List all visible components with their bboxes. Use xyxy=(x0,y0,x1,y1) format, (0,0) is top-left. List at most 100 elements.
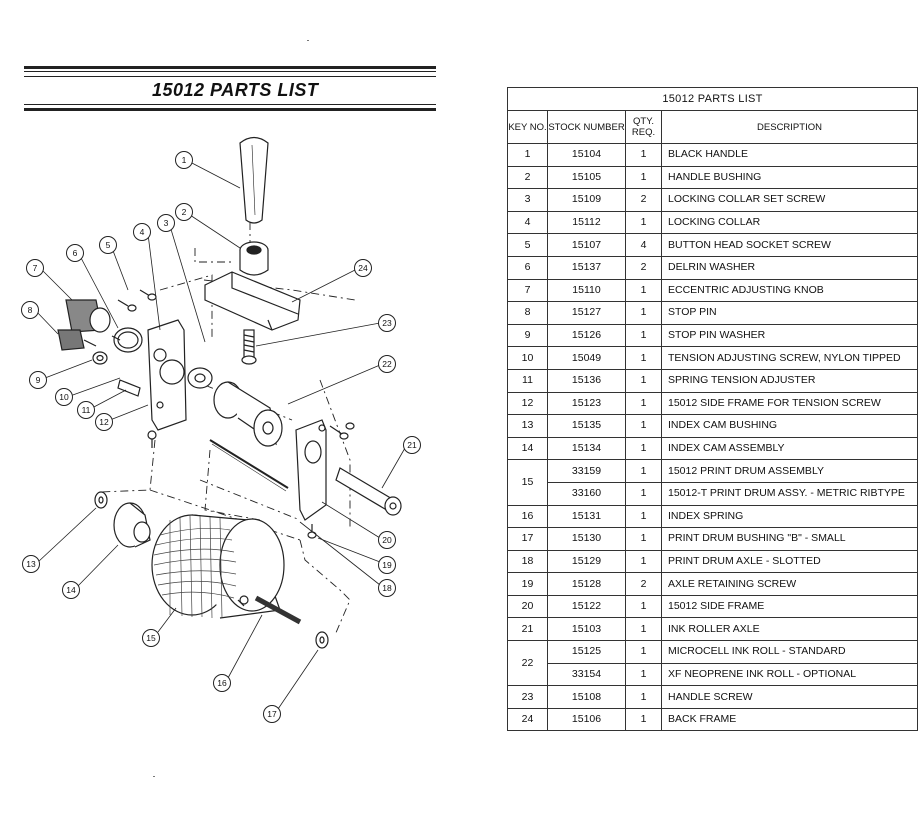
cell-qty: 1 xyxy=(625,165,662,190)
cell-key: 11 xyxy=(507,368,548,393)
callout-14: 14 xyxy=(66,585,76,595)
cell-stock: 15125 xyxy=(547,640,626,664)
cell-description: 15012 SIDE FRAME xyxy=(660,594,919,619)
callout-17: 17 xyxy=(267,709,277,719)
cell-key: 5 xyxy=(507,233,548,257)
cell-key: 14 xyxy=(507,436,548,461)
callout-21: 21 xyxy=(407,440,417,450)
left-header-banner: 15012 PARTS LIST xyxy=(24,66,436,122)
cell-description: 15012-T PRINT DRUM ASSY. - METRIC RIBTYP… xyxy=(660,481,919,506)
cell-description: PRINT DRUM AXLE - SLOTTED xyxy=(660,549,919,574)
table-title-row: 15012 PARTS LIST xyxy=(506,87,919,111)
cell-qty: 1 xyxy=(625,504,662,529)
cell-qty: 4 xyxy=(625,233,662,257)
cell-qty: 1 xyxy=(625,685,662,709)
cell-stock: 15049 xyxy=(547,346,626,370)
callout-numbers: 1 2 3 4 5 6 7 8 9 10 11 12 13 14 15 16 1… xyxy=(26,155,417,719)
cell-key: 7 xyxy=(507,278,548,303)
callout-2: 2 xyxy=(182,207,187,217)
callout-19: 19 xyxy=(382,560,392,570)
header-key: KEY NO. xyxy=(507,110,548,144)
cell-qty: 1 xyxy=(625,368,662,393)
cell-description: STOP PIN WASHER xyxy=(660,323,919,348)
cell-key: 19 xyxy=(507,572,548,596)
cell-stock: 15131 xyxy=(547,504,626,529)
cell-key: 18 xyxy=(507,549,548,574)
cell-qty: 1 xyxy=(625,617,662,642)
cell-stock: 15128 xyxy=(547,572,626,596)
cell-qty: 1 xyxy=(625,549,662,574)
cell-qty: 1 xyxy=(625,481,662,506)
black-handle-part xyxy=(239,136,269,224)
header-rule xyxy=(24,104,436,105)
cell-qty: 1 xyxy=(625,640,662,664)
cell-description: BACK FRAME xyxy=(660,707,919,732)
cell-stock: 15129 xyxy=(547,549,626,574)
callout-7: 7 xyxy=(33,263,38,273)
callout-9: 9 xyxy=(36,375,41,385)
parts-table: 15012 PARTS LIST KEY NO. STOCK NUMBER QT… xyxy=(506,87,919,732)
cell-description: INK ROLLER AXLE xyxy=(660,617,919,642)
cell-stock: 15130 xyxy=(547,527,626,551)
cell-description: INDEX CAM ASSEMBLY xyxy=(660,436,919,461)
cell-key: 12 xyxy=(507,391,548,416)
callout-5: 5 xyxy=(106,240,111,250)
cell-stock: 15136 xyxy=(547,368,626,393)
cell-stock: 15106 xyxy=(547,707,626,732)
callout-4: 4 xyxy=(140,227,145,237)
callout-24: 24 xyxy=(358,263,368,273)
cell-key: 4 xyxy=(507,210,548,235)
cell-qty: 1 xyxy=(625,210,662,235)
right-side-frame-part xyxy=(295,419,327,521)
cell-description: HANDLE BUSHING xyxy=(660,165,919,190)
callout-16: 16 xyxy=(217,678,227,688)
callout-8: 8 xyxy=(28,305,33,315)
header-rule xyxy=(24,66,436,69)
header-qty: QTY. REQ. xyxy=(625,110,662,144)
cell-qty: 1 xyxy=(625,459,662,483)
cell-stock: 15127 xyxy=(547,301,626,325)
callout-20: 20 xyxy=(382,535,392,545)
callout-1: 1 xyxy=(182,155,187,165)
header-stock: STOCK NUMBER xyxy=(547,110,626,144)
cell-key: 22 xyxy=(507,640,548,687)
callout-3: 3 xyxy=(164,218,169,228)
cell-stock: 33160 xyxy=(547,481,626,506)
cell-qty: 1 xyxy=(625,527,662,551)
cell-stock: 15104 xyxy=(547,143,626,167)
cell-description: MICROCELL INK ROLL - STANDARD xyxy=(660,640,919,664)
callout-6: 6 xyxy=(73,248,78,258)
callout-11: 11 xyxy=(82,405,91,415)
header-rule xyxy=(24,76,436,77)
cell-description: PRINT DRUM BUSHING "B" - SMALL xyxy=(660,527,919,551)
cell-key: 17 xyxy=(507,527,548,551)
callout-12: 12 xyxy=(99,417,109,427)
cell-description: DELRIN WASHER xyxy=(660,255,919,280)
cell-key: 10 xyxy=(507,346,548,370)
cell-description: TENSION ADJUSTING SCREW, NYLON TIPPED xyxy=(660,346,919,370)
cell-description: ECCENTRIC ADJUSTING KNOB xyxy=(660,278,919,303)
header-description: DESCRIPTION xyxy=(660,110,919,144)
cell-qty: 1 xyxy=(625,346,662,370)
cell-qty: 2 xyxy=(625,188,662,212)
cell-description: LOCKING COLLAR SET SCREW xyxy=(660,188,919,212)
cell-stock: 15137 xyxy=(547,255,626,280)
table-title: 15012 PARTS LIST xyxy=(506,87,919,111)
cell-key: 23 xyxy=(507,685,548,709)
cell-stock: 33159 xyxy=(547,459,626,483)
exploded-parts-diagram: 1 2 3 4 5 6 7 8 9 10 11 12 13 14 15 16 1… xyxy=(21,136,421,723)
cell-key: 15 xyxy=(507,459,548,506)
cell-key: 2 xyxy=(507,165,548,190)
callout-13: 13 xyxy=(26,559,36,569)
